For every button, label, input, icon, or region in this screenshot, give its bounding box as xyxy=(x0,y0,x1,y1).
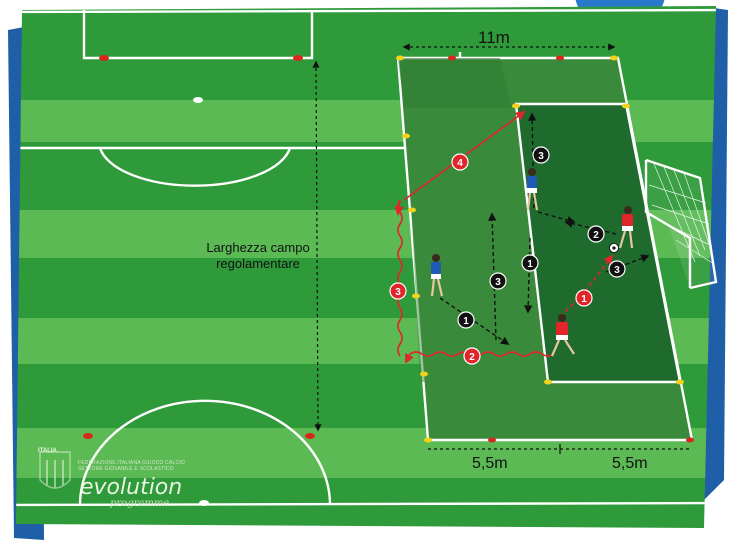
badge-label: 2 xyxy=(469,352,475,363)
cone-yellow xyxy=(610,56,618,61)
field-width-label-line2: regolamentare xyxy=(196,256,320,272)
badge-black: 3 xyxy=(490,273,506,289)
cone-yellow xyxy=(676,380,684,385)
field-width-label: Larghezza campo regolamentare xyxy=(196,240,320,272)
badge-label: 3 xyxy=(538,151,544,162)
cone-red xyxy=(293,55,303,61)
penalty-spot xyxy=(193,97,203,103)
badge-label: 4 xyxy=(457,158,463,169)
badge-label: 3 xyxy=(614,265,620,276)
cone-yellow xyxy=(512,104,520,109)
logo-sub: programme xyxy=(110,498,169,509)
field-width-label-line1: Larghezza campo xyxy=(196,240,320,256)
cone-yellow xyxy=(544,380,552,385)
badge-label: 1 xyxy=(581,294,587,305)
badge-red: 1 xyxy=(576,290,592,306)
badge-label: 1 xyxy=(527,259,533,270)
cone-yellow xyxy=(408,208,416,213)
logo-brand: evolution xyxy=(80,475,182,500)
ball-icon xyxy=(610,244,619,253)
logo-federation: FEDERAZIONE ITALIANA GIUOCO CALCIO SETTO… xyxy=(78,460,188,472)
cone-red xyxy=(686,438,694,443)
cone-yellow xyxy=(424,438,432,443)
badge-red: 2 xyxy=(464,348,480,364)
badge-label: 3 xyxy=(495,277,501,288)
badge-label: 3 xyxy=(395,287,401,298)
cone-red xyxy=(556,56,564,61)
cone-red xyxy=(83,433,93,439)
cone-red xyxy=(305,433,315,439)
logo-country: ITALIA xyxy=(38,448,57,454)
badge-label: 1 xyxy=(463,316,469,327)
evolution-programme-logo: ITALIA FEDERAZIONE ITALIANA GIUOCO CALCI… xyxy=(38,448,228,518)
badge-black: 3 xyxy=(533,147,549,163)
badge-red: 3 xyxy=(390,283,406,299)
badge-black: 1 xyxy=(522,255,538,271)
cone-yellow xyxy=(402,134,410,139)
cone-yellow xyxy=(412,294,420,299)
badge-black: 1 xyxy=(458,312,474,328)
cone-yellow xyxy=(420,372,428,377)
dimension-label-bottom-left: 5,5m xyxy=(472,455,508,473)
cone-red xyxy=(488,438,496,443)
dimension-label-bottom-right: 5,5m xyxy=(612,455,648,473)
badge-black: 2 xyxy=(588,226,604,242)
badge-black: 3 xyxy=(609,261,625,277)
cone-red xyxy=(448,56,456,61)
badge-red: 4 xyxy=(452,154,468,170)
dimension-label-top: 11m xyxy=(478,28,510,48)
drill-zone-left xyxy=(398,58,512,108)
badge-label: 2 xyxy=(593,230,599,241)
cone-red xyxy=(99,55,109,61)
cone-yellow xyxy=(396,56,404,61)
cone-yellow xyxy=(622,104,630,109)
